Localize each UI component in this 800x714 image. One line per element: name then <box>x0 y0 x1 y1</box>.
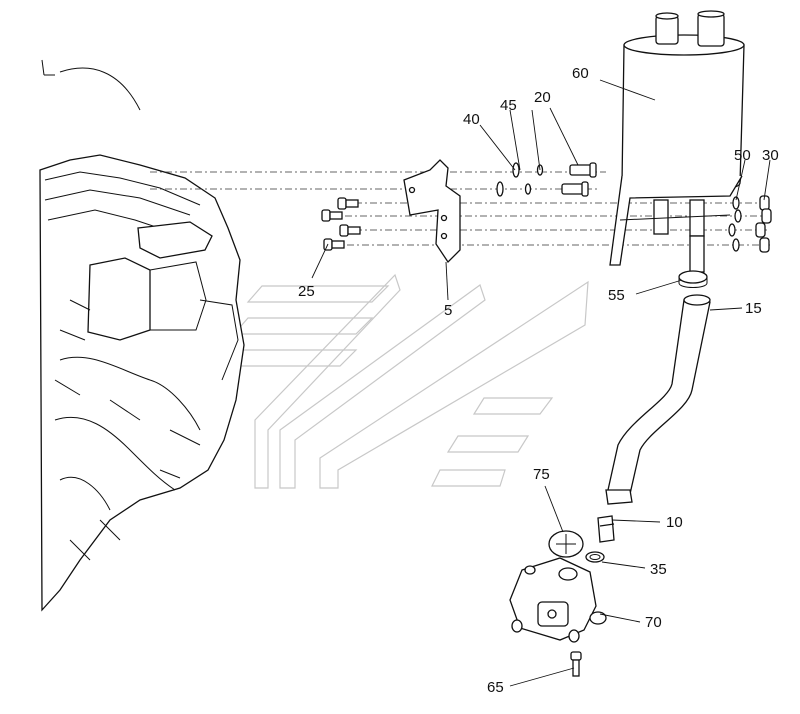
hose-clamp <box>678 270 708 288</box>
callout-50: 50 <box>734 147 751 164</box>
callout-70: 70 <box>645 614 662 631</box>
engine-block-illustration <box>39 59 245 612</box>
callout-45: 45 <box>500 97 517 114</box>
mounting-bracket <box>403 159 461 264</box>
watermark-logo <box>224 273 589 489</box>
fasteners-40-45-20 <box>496 162 597 197</box>
callout-35: 35 <box>650 561 667 578</box>
callout-10: 10 <box>666 514 683 531</box>
hose-fitting <box>597 489 633 543</box>
callout-labels: 60 45 20 40 50 30 25 5 55 15 75 10 35 70… <box>298 65 779 696</box>
reservoir <box>609 10 745 273</box>
callout-40: 40 <box>463 111 480 128</box>
callout-75: 75 <box>533 466 550 483</box>
callout-15: 15 <box>745 300 762 317</box>
fasteners-50-30 <box>728 195 772 253</box>
pump-body <box>509 557 607 643</box>
hose <box>607 294 711 495</box>
bolts-group-25 <box>321 197 361 251</box>
callout-65: 65 <box>487 679 504 696</box>
callout-5: 5 <box>444 302 452 319</box>
pump-cap <box>548 530 584 558</box>
pump-bolt <box>570 651 582 677</box>
callout-30: 30 <box>762 147 779 164</box>
callout-55: 55 <box>608 287 625 304</box>
callout-60: 60 <box>572 65 589 82</box>
leader-lines <box>311 79 771 687</box>
callout-20: 20 <box>534 89 551 106</box>
callout-25: 25 <box>298 283 315 300</box>
o-ring <box>585 551 605 563</box>
